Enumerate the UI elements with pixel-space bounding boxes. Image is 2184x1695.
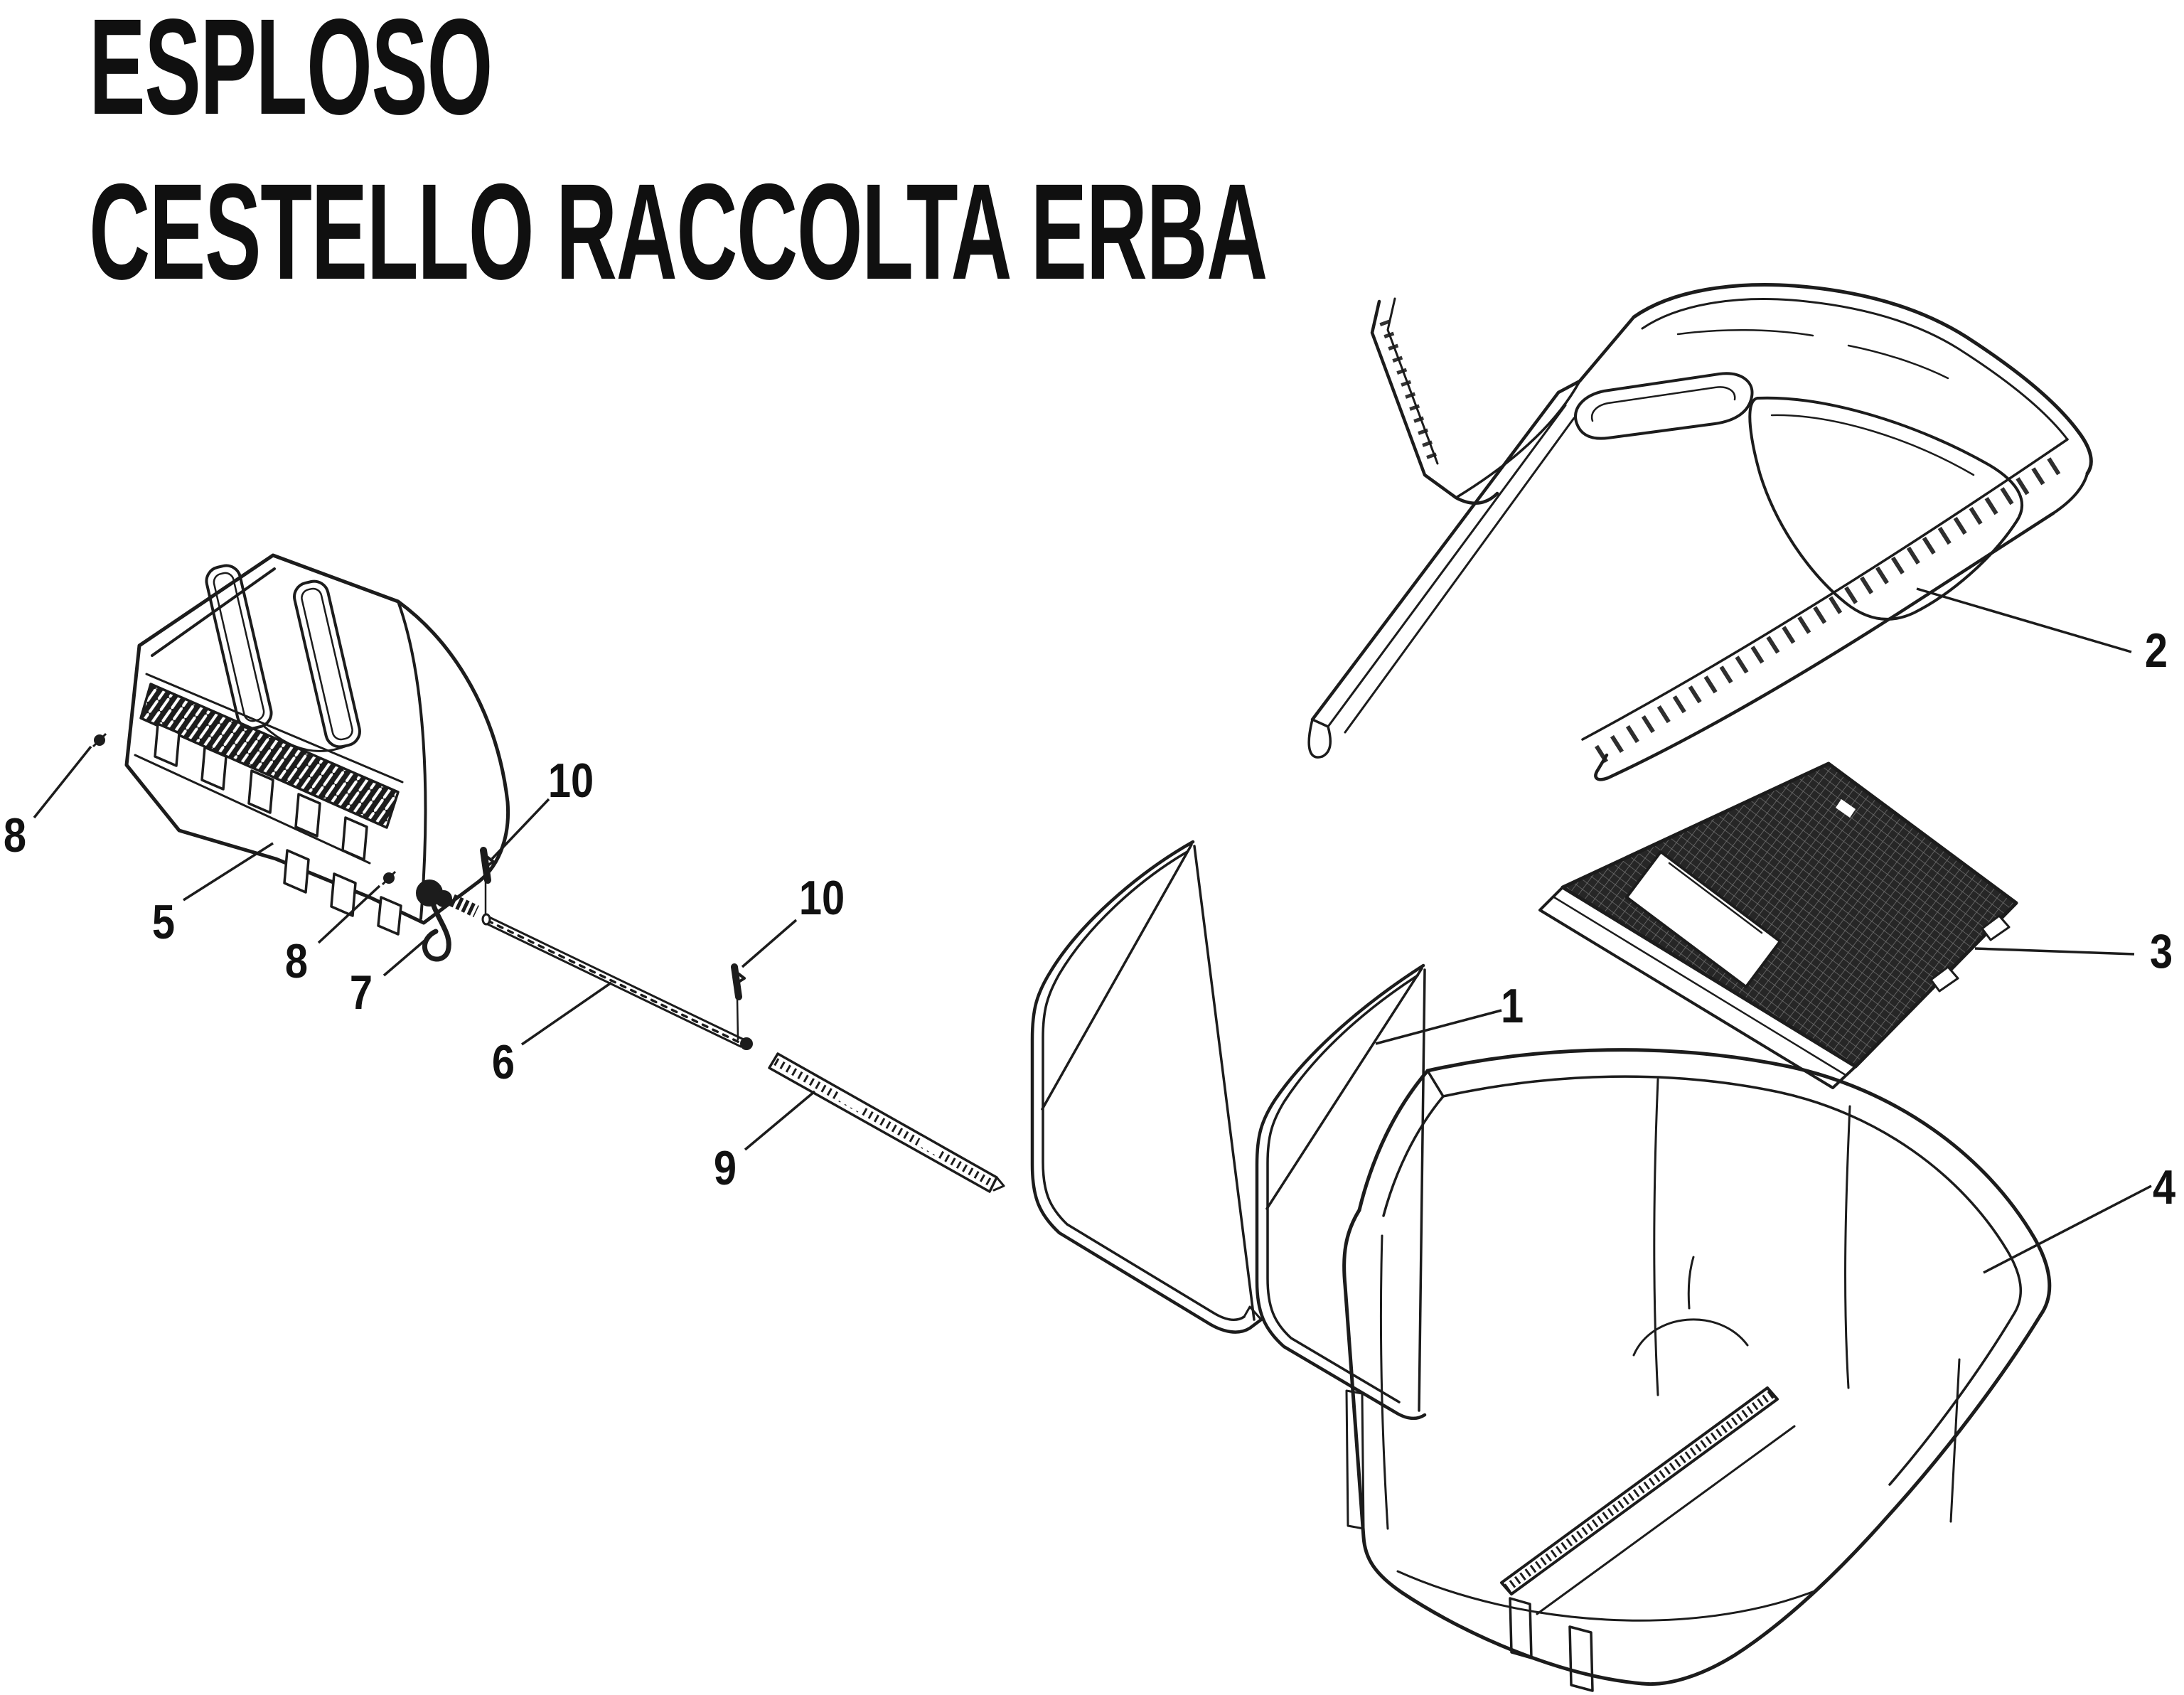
part-number-label: 10 <box>799 872 845 925</box>
callout-part-4: 4 <box>1983 1161 2175 1274</box>
callout-leader-line <box>183 842 274 902</box>
part-10-pin-left-drawing <box>480 847 495 916</box>
part-number-label: 8 <box>4 809 26 862</box>
part-5-rear-lid-drawing <box>124 553 510 936</box>
callout-leader-line <box>1916 587 2132 653</box>
page-title-line-2: CESTELLO RACCOLTA ERBA <box>89 155 1267 308</box>
callout-leader-line <box>1375 1009 1502 1045</box>
part-number-label: 7 <box>350 966 373 1020</box>
callout-leader-line <box>491 798 550 860</box>
page-title: ESPLOSO CESTELLO RACCOLTA ERBA <box>89 0 1268 308</box>
part-number-label: 2 <box>2145 624 2168 678</box>
callout-leader-line <box>521 981 612 1046</box>
callout-part-9: 9 <box>714 1090 816 1195</box>
callout-part-6: 6 <box>492 981 612 1089</box>
callout-part-8: 8 <box>4 732 107 862</box>
page-title-line-1: ESPLOSO <box>89 0 492 143</box>
part-number-label: 9 <box>714 1142 737 1195</box>
part-number-label: 5 <box>152 896 175 949</box>
callout-part-8: 8 <box>285 870 397 988</box>
callout-leader-line <box>33 745 92 819</box>
callout-part-3: 3 <box>1974 925 2173 978</box>
part-number-label: 8 <box>285 935 308 988</box>
callout-part-1: 1 <box>1375 980 1524 1045</box>
callout-part-2: 2 <box>1916 587 2168 678</box>
part-3-mesh-panel-drawing <box>1538 761 2018 1089</box>
callout-leader-line <box>382 931 435 977</box>
part-2-top-cover-drawing <box>1307 283 2093 781</box>
callout-leader-line <box>1974 947 2135 956</box>
part-number-label: 4 <box>2153 1161 2175 1214</box>
part-number-label: 1 <box>1501 980 1524 1033</box>
callout-part-7: 7 <box>350 931 435 1020</box>
part-1-support-frame-drawing <box>1030 840 1427 1421</box>
callout-part-10: 10 <box>741 872 845 968</box>
callout-leader-line <box>741 919 798 968</box>
part-number-label: 3 <box>2150 925 2173 978</box>
callout-part-5: 5 <box>152 842 274 949</box>
callout-leader-line <box>317 884 381 944</box>
callout-part-10: 10 <box>491 754 594 860</box>
part-number-label: 6 <box>492 1036 515 1089</box>
part-4-basket-body-drawing <box>1342 1048 2052 1692</box>
part-6-pivot-rod-drawing <box>481 913 753 1050</box>
screw-dot-tail <box>92 732 107 748</box>
screw-dot-tail <box>381 870 397 886</box>
callout-leader-line <box>744 1090 816 1151</box>
part-9-rail-strip-drawing <box>768 1052 1005 1193</box>
part-number-label: 10 <box>548 754 594 808</box>
part-10-pin-right-drawing <box>731 963 746 1041</box>
callout-leader-line <box>1983 1185 2152 1274</box>
